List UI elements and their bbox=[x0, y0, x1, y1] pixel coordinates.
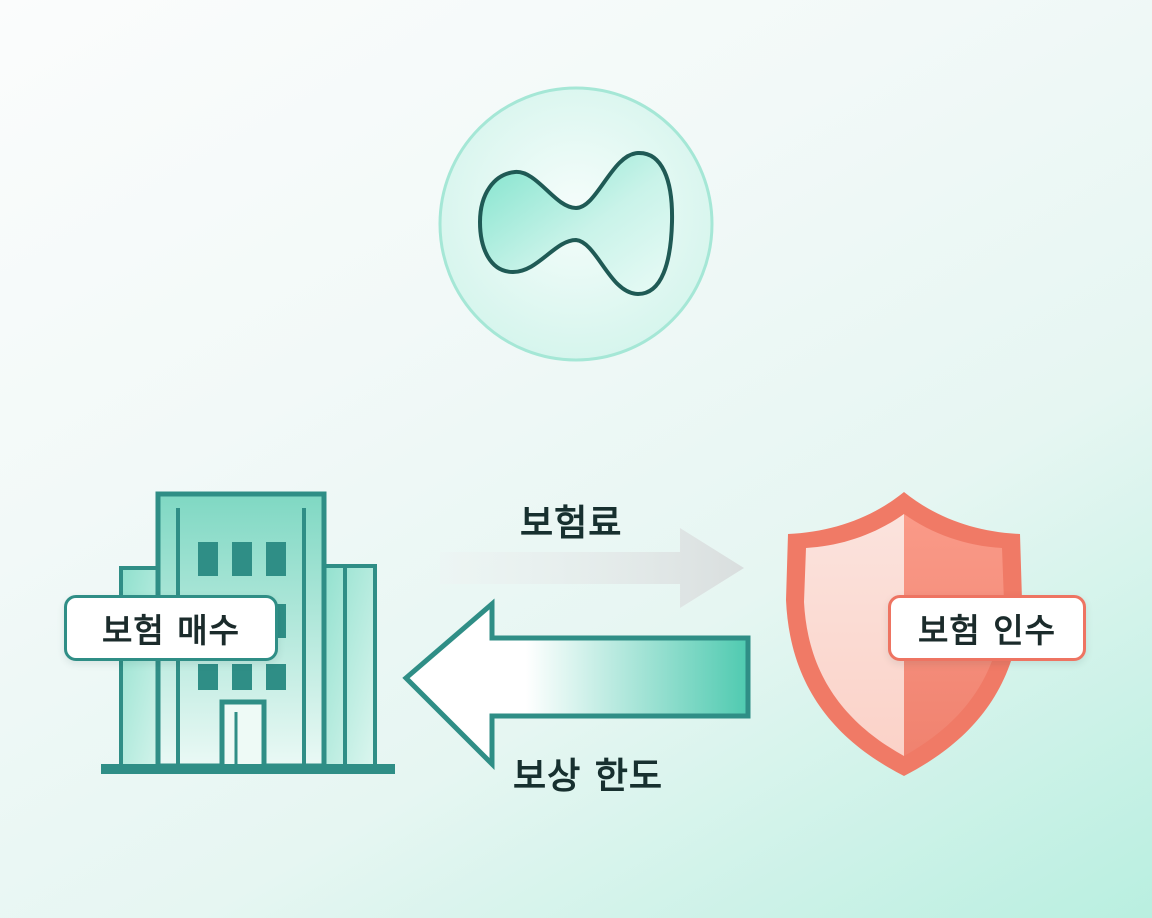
premium-label: 보험료 bbox=[520, 503, 623, 544]
hourglass-logo-icon bbox=[438, 86, 714, 362]
premium-arrow bbox=[440, 528, 744, 608]
buyer-label: 보험 매수 bbox=[64, 595, 278, 661]
office-building-icon bbox=[101, 491, 395, 774]
coverage-limit-arrow bbox=[402, 598, 751, 771]
coverage-limit-label: 보상 한도 bbox=[513, 756, 664, 797]
insurer-label: 보험 인수 bbox=[888, 595, 1086, 661]
